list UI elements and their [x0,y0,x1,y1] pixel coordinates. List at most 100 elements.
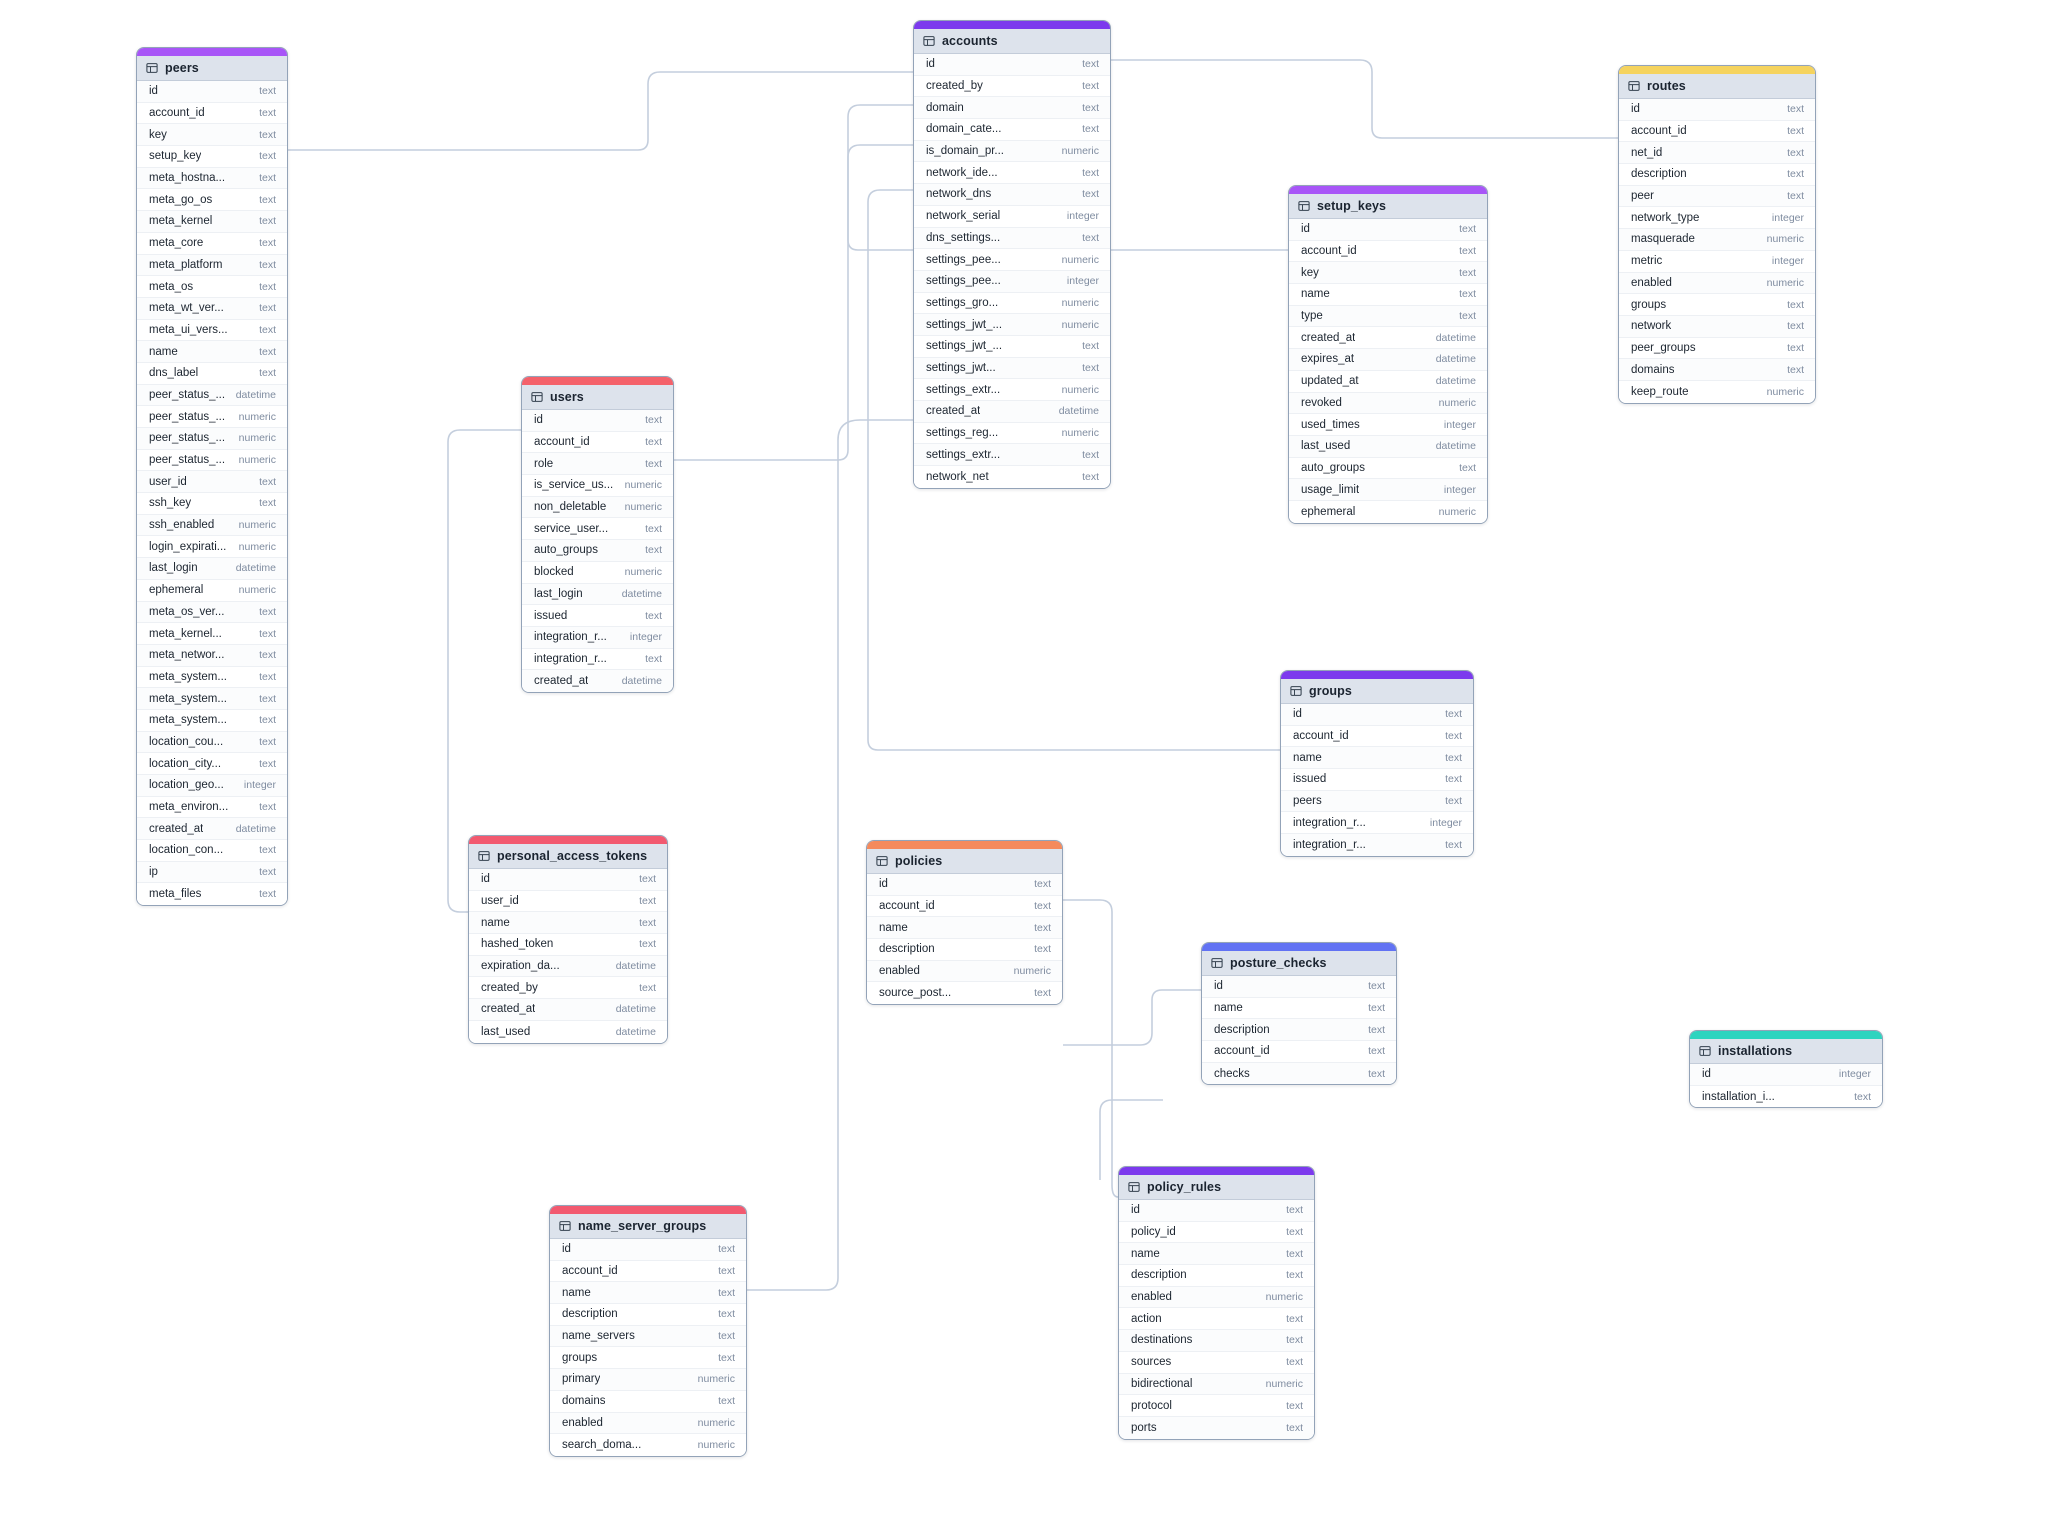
column-row[interactable]: integration_r...text [1281,834,1473,856]
column-row[interactable]: meta_ui_vers...text [137,319,287,342]
column-row[interactable]: expiration_da...datetime [469,955,667,978]
column-row[interactable]: meta_hostna...text [137,167,287,190]
column-row[interactable]: source_post...text [867,982,1062,1005]
column-row[interactable]: settings_pee...integer [914,270,1110,293]
column-row[interactable]: settings_pee...numeric [914,249,1110,271]
column-row[interactable]: integration_r...text [522,648,673,671]
column-row[interactable]: settings_extr...numeric [914,379,1110,401]
column-row[interactable]: dns_settings...text [914,227,1110,250]
column-row[interactable]: service_user...text [522,518,673,541]
table-header-installations[interactable]: installations [1690,1039,1882,1064]
table-header-name_server_groups[interactable]: name_server_groups [550,1214,746,1239]
column-row[interactable]: peer_status_...numeric [137,406,287,428]
column-row[interactable]: meta_system...text [137,709,287,732]
table-header-routes[interactable]: routes [1619,74,1815,99]
column-row[interactable]: integration_r...integer [1281,812,1473,835]
column-row[interactable]: meta_system...text [137,666,287,689]
column-row[interactable]: domain_cate...text [914,119,1110,141]
table-header-setup_keys[interactable]: setup_keys [1289,194,1487,219]
column-row[interactable]: meta_system...text [137,688,287,710]
column-row[interactable]: location_con...text [137,840,287,862]
column-row[interactable]: is_service_us...numeric [522,475,673,497]
column-row[interactable]: location_cou...text [137,731,287,754]
table-header-groups[interactable]: groups [1281,679,1473,704]
table-header-policies[interactable]: policies [867,849,1062,874]
column-row[interactable]: installation_i...text [1690,1085,1882,1108]
column-row[interactable]: settings_jwt_...text [914,335,1110,358]
column-row[interactable]: peer_status_...numeric [137,449,287,472]
column-row[interactable]: login_expirati...numeric [137,536,287,559]
table-header-personal_access_tokens[interactable]: personal_access_tokens [469,844,667,869]
table-header-peers[interactable]: peers [137,56,287,81]
column-row[interactable]: settings_extr...text [914,444,1110,467]
column-row[interactable]: settings_reg...numeric [914,422,1110,445]
column-row[interactable]: meta_networ...text [137,644,287,667]
